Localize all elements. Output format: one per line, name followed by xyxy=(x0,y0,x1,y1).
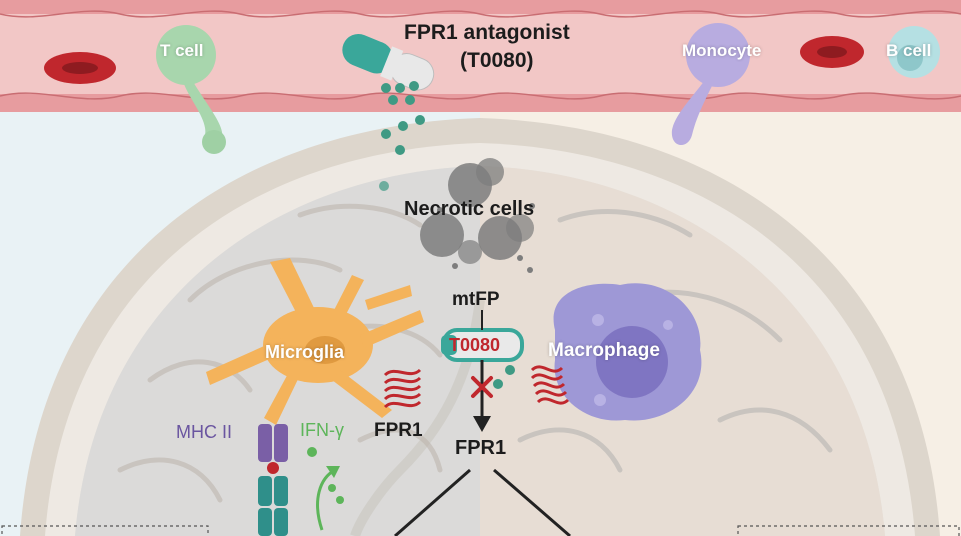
b-cell xyxy=(888,26,940,78)
drug-capsule-icon xyxy=(342,34,435,91)
dashed-box-right xyxy=(737,525,960,536)
t0080-blocker-cap xyxy=(441,335,457,355)
macrophage xyxy=(553,283,702,421)
microglia xyxy=(206,258,424,425)
t-cell-label: T cell xyxy=(160,41,204,60)
fpr1-center-label: FPR1 xyxy=(455,437,507,459)
monocyte xyxy=(671,23,750,146)
macrophage-label: Macrophage xyxy=(548,340,660,361)
red-blood-cell xyxy=(800,36,864,68)
mhc-ii-complex xyxy=(258,424,288,536)
microglia-fpr1-label: FPR1 xyxy=(374,420,423,441)
mhc-ii-label: MHC II xyxy=(176,422,232,442)
vessel-wall-top xyxy=(0,0,961,14)
monocyte-label: Monocyte xyxy=(682,41,762,60)
necrotic-cells-label: Necrotic cells xyxy=(404,198,535,220)
t-cell xyxy=(156,25,226,154)
fpr1-receptor-icon xyxy=(530,365,570,405)
endothelial-cells xyxy=(0,10,961,100)
ifn-gamma-arrow xyxy=(307,447,344,531)
drug-code: (T0080) xyxy=(460,49,534,72)
drug-title: FPR1 antagonist xyxy=(404,21,570,44)
b-cell-label: B cell xyxy=(886,41,932,60)
dashed-box-left xyxy=(1,525,209,536)
red-blood-cell xyxy=(44,52,116,84)
fpr1-receptor-icon xyxy=(383,368,422,409)
inhibition-x-icon xyxy=(471,376,493,398)
ligand-label: mtFP xyxy=(452,289,500,310)
arrowhead-icon xyxy=(473,416,491,432)
vessel-wall-bottom xyxy=(0,94,961,112)
necrotic-cells xyxy=(420,158,535,273)
ifn-gamma-label: IFN-γ xyxy=(300,420,344,440)
microglia-label: Microglia xyxy=(265,342,345,362)
t0080-label: T0080 xyxy=(449,335,501,355)
branch-arrows xyxy=(394,468,571,536)
